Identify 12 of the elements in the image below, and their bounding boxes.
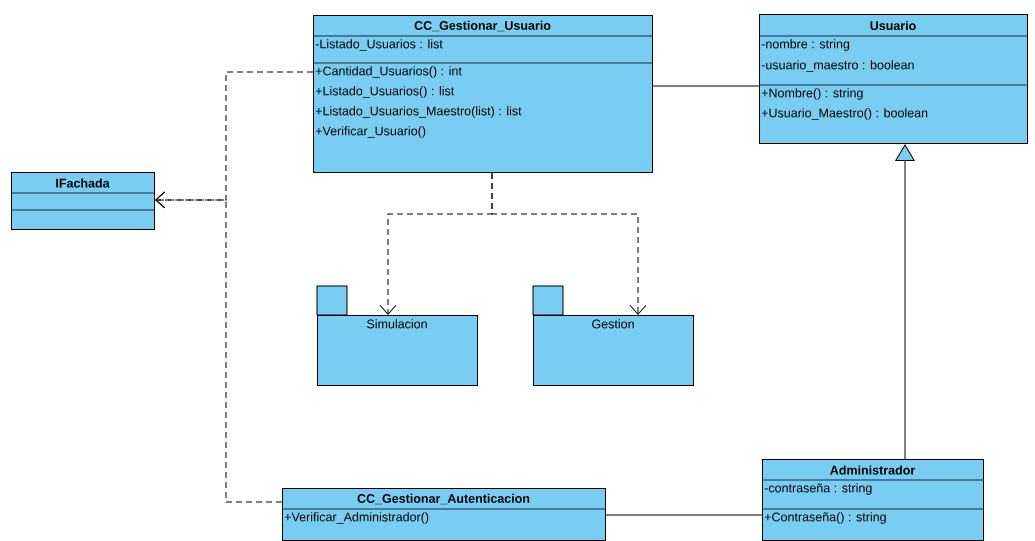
class-box: Administrador -contraseña : string +Contraseña() : string (761, 459, 984, 541)
class-box: CC_Gestionar_Usuario -Listado_Usuarios : list +Cantidad_Usuarios() : int +Listado_Usuarios() : list +Listado_Usuarios_Maestro(list) : list +Verificar_Usuario() (312, 15, 653, 173)
association-line (652, 85, 760, 87)
dependency-arrow (155, 191, 283, 503)
class-box: CC_Gestionar_Autenticacion +Verificar_Administrador() (281, 488, 606, 541)
dependency-arrow (491, 172, 647, 315)
package-box: Simulacion (316, 285, 478, 386)
association-line (605, 514, 763, 516)
generalization-arrow (895, 144, 915, 460)
class-box: IFachada (10, 172, 155, 230)
package-box: Gestion (532, 285, 694, 386)
class-box: Usuario -nombre : string -usuario_maestro : boolean +Nombre() : string +Usuario_Maestro() : boolean (758, 14, 1028, 144)
